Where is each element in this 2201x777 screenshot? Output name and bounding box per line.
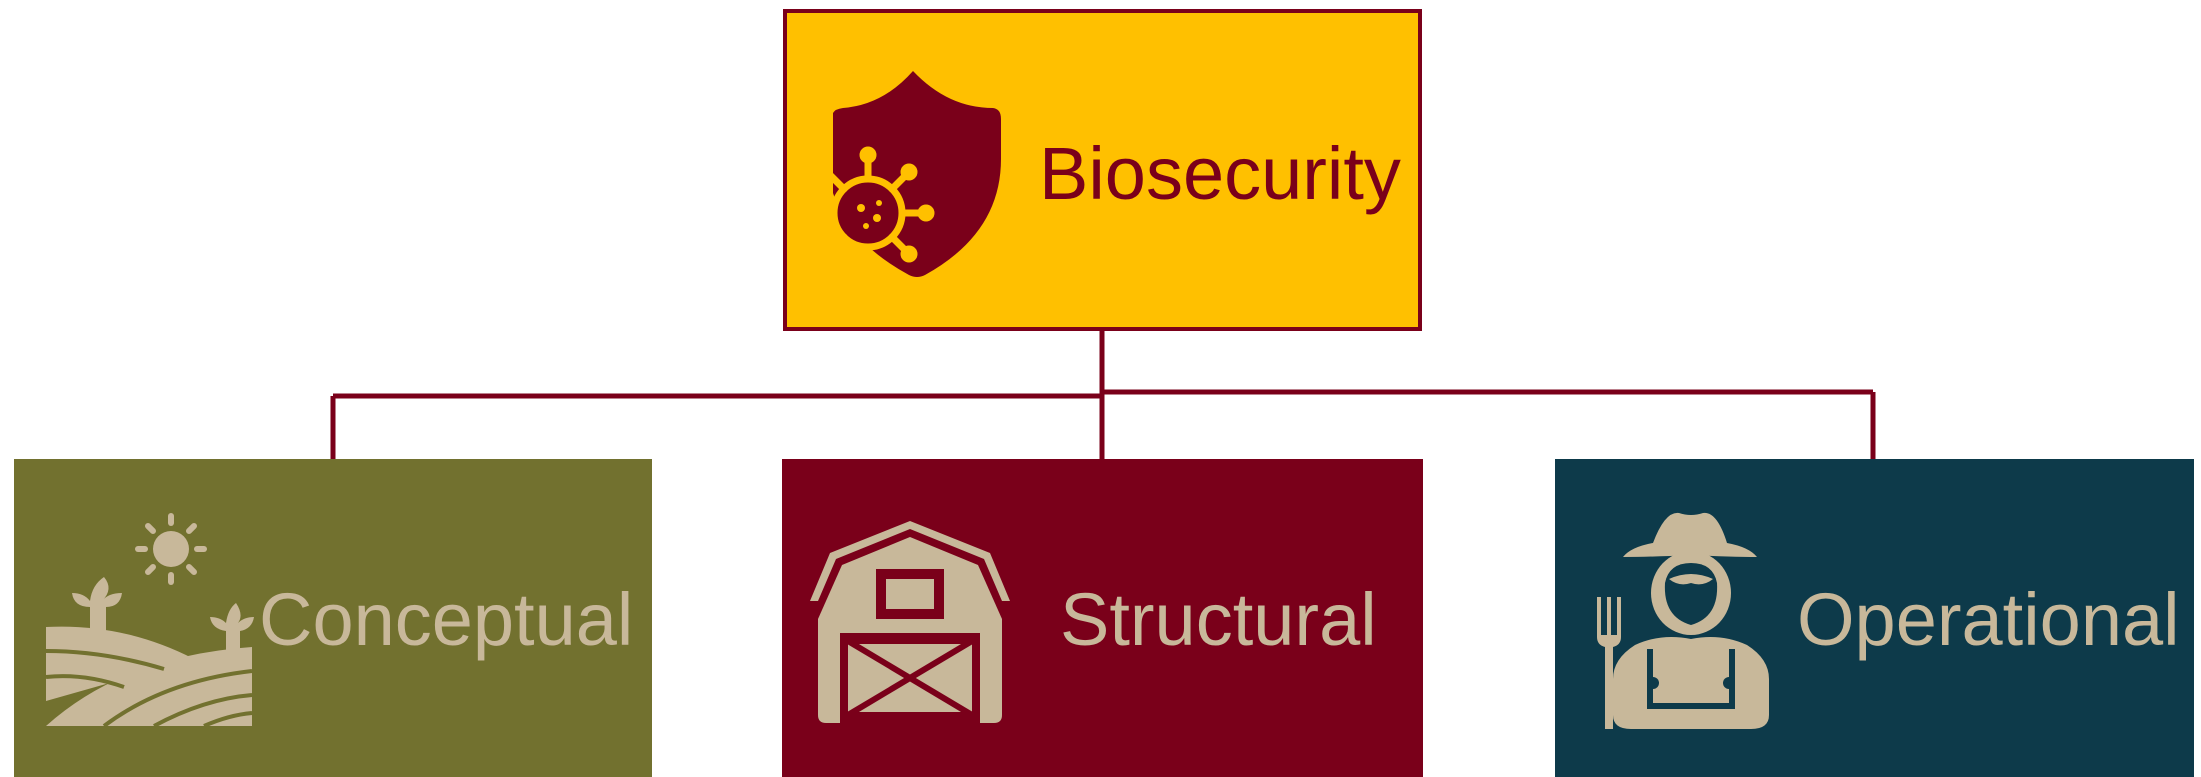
shield-virus-icon — [815, 71, 1001, 280]
sun-shape — [153, 531, 189, 567]
child-node-conceptual: Conceptual — [14, 459, 652, 777]
body-shape — [1613, 637, 1769, 729]
child-label-conceptual: Conceptual — [259, 578, 634, 661]
hat-shape — [1623, 512, 1757, 557]
barn-icon — [810, 521, 1010, 723]
child-label-operational: Operational — [1797, 578, 2180, 661]
child-node-operational: Operational — [1555, 459, 2194, 777]
child-node-structural: Structural — [782, 459, 1423, 777]
farm-landscape-icon — [45, 513, 254, 728]
root-label: Biosecurity — [1039, 132, 1401, 215]
hill-back — [46, 626, 194, 701]
child-label-structural: Structural — [1060, 578, 1377, 661]
sprout-right — [210, 603, 254, 653]
sprout-left — [72, 577, 122, 631]
pitchfork — [1597, 597, 1621, 729]
barn-roof — [810, 521, 1010, 601]
virus-shape — [815, 146, 935, 280]
root-node-biosecurity: Biosecurity — [783, 9, 1422, 331]
farmer-icon — [1597, 512, 1769, 729]
